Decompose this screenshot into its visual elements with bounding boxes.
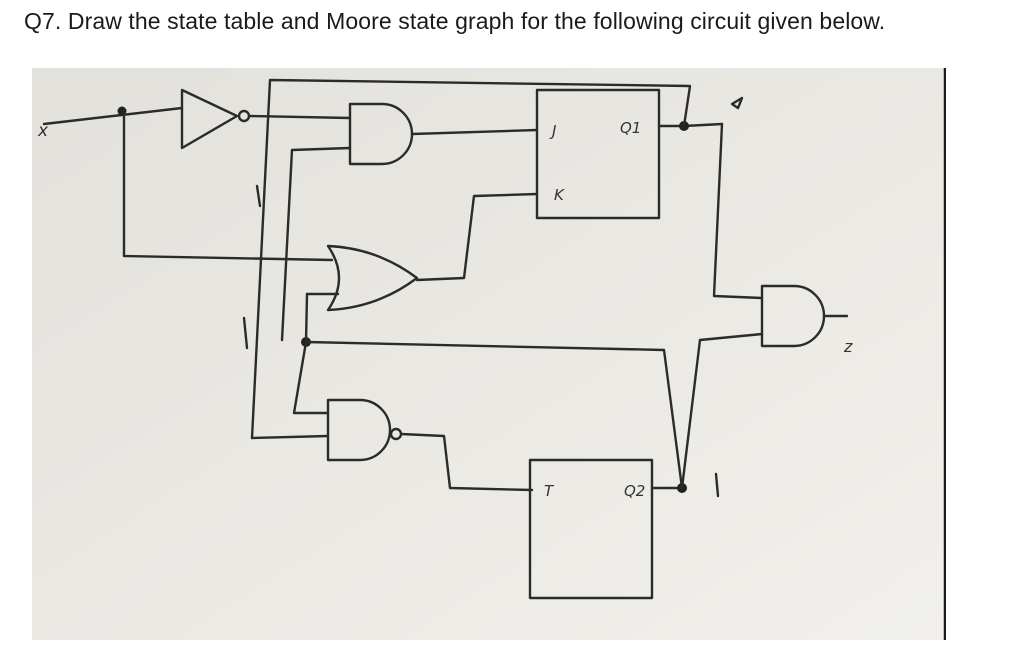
- paper-background: [32, 68, 946, 640]
- not-gate: [180, 88, 239, 150]
- and-gate-2: [326, 398, 392, 462]
- circuit-photo: x J K Q1: [32, 68, 946, 640]
- and2-second-input: [250, 434, 330, 440]
- and1-to-j-wire: [410, 128, 539, 136]
- t-flip-flop: [528, 458, 654, 600]
- not-to-and1-wire: [247, 114, 352, 120]
- ink-mark-2: [714, 472, 720, 498]
- ink-smudge-2: [242, 316, 249, 350]
- q1-to-and-out-wire: [712, 122, 764, 300]
- q2-feedback-bus: [292, 292, 330, 415]
- and-gate-1: [348, 102, 414, 166]
- jk-flip-flop: [535, 88, 661, 220]
- output-and-gate: [760, 284, 826, 348]
- output-label-z: z: [843, 337, 853, 356]
- and2-to-t-wire: [399, 432, 534, 492]
- ff2-q-label: Q2: [624, 482, 645, 500]
- ink-smudge-1: [255, 184, 262, 208]
- ff1-q-label: Q1: [620, 119, 641, 137]
- or-gate: [326, 244, 419, 312]
- or-to-k-wire: [415, 192, 539, 282]
- ink-mark-1: [730, 96, 744, 110]
- and1-input-bus: [280, 148, 294, 342]
- ff1-j-label: J: [549, 122, 556, 140]
- ff1-k-label: K: [554, 186, 565, 204]
- and1-second-input: [290, 146, 352, 152]
- ff2-t-label: T: [544, 482, 555, 500]
- circuit-diagram: x J K Q1: [32, 68, 946, 640]
- question-text: Q7. Draw the state table and Moore state…: [24, 8, 886, 34]
- x-to-or-wire: [122, 109, 334, 262]
- input-label-x: x: [37, 121, 49, 141]
- q2-feedback-wire: [304, 340, 684, 490]
- q2-to-and-out-wire: [680, 332, 764, 490]
- input-wire: [42, 106, 184, 126]
